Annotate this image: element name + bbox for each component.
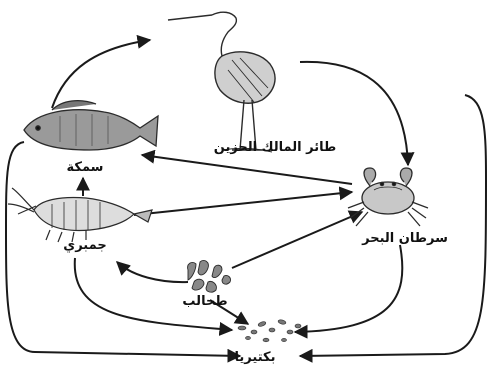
algae-label: طحالب [182, 294, 228, 309]
crab-icon [347, 167, 429, 227]
arrow-algae-to-crab [231, 210, 364, 269]
arrow-shrimp-to-bacteria [73, 257, 234, 336]
bacteria-icon [237, 319, 302, 343]
bacteria-label: بكتيريا [234, 350, 276, 365]
arrow-algae-to-shrimp [115, 261, 189, 284]
heron-icon [167, 11, 276, 153]
arrow-shrimp-to-crab [133, 186, 354, 216]
arrow-fish-to-heron [51, 34, 152, 109]
arrow-fish-to-bacteria [4, 141, 242, 363]
shrimp-icon [7, 187, 153, 243]
algae-icon [187, 259, 231, 293]
crab-label: سرطان البحر [362, 231, 448, 246]
arrow-algae-to-bacteria [209, 299, 250, 325]
arrow-crab-to-fish [140, 149, 353, 185]
arrow-crab-to-bacteria [293, 244, 404, 339]
heron-label: طائر المالك الحزين [213, 140, 337, 155]
fish-icon [23, 99, 159, 151]
fish-label: سمكة [66, 160, 104, 175]
arrow-heron-to-bacteria [298, 94, 488, 363]
arrow-heron-to-crab [299, 60, 415, 167]
shrimp-label: جمبري [63, 238, 107, 253]
